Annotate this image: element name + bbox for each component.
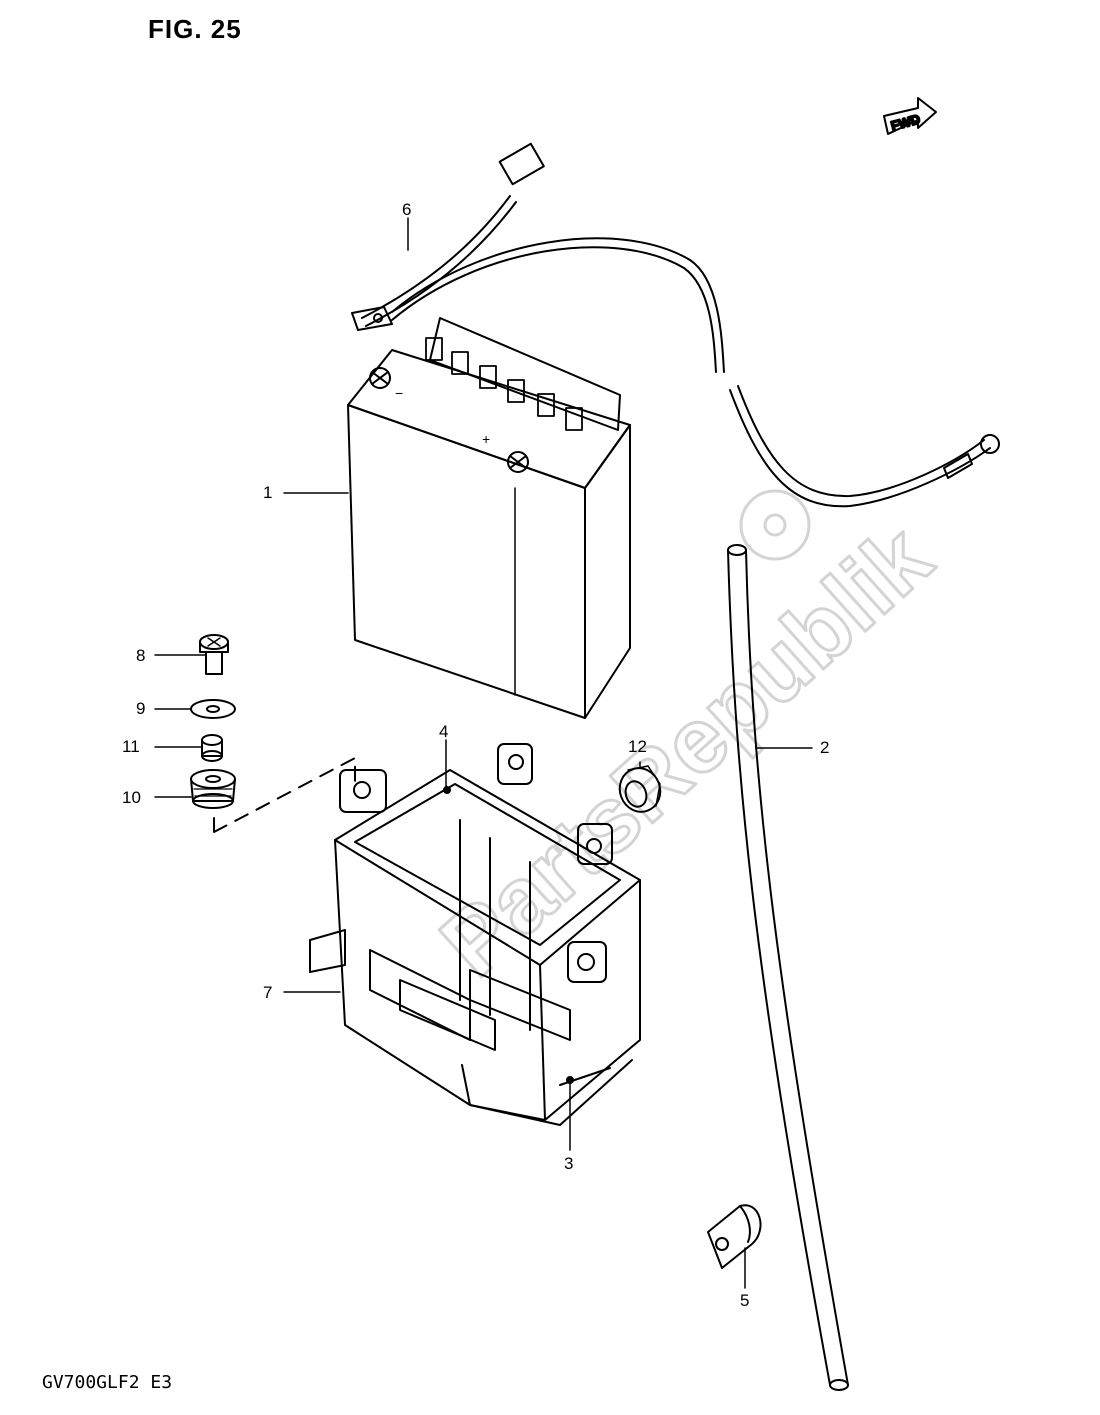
washer: [190, 699, 236, 719]
clamp: [707, 1204, 762, 1269]
svg-text:PartsRepublik: PartsRepublik: [422, 506, 951, 996]
callout-2: 2: [820, 738, 830, 757]
callout-12: 12: [628, 737, 647, 756]
callout-8: 8: [136, 646, 146, 665]
fwd-arrow-icon: FWD: [883, 97, 937, 135]
grommet: [190, 769, 236, 809]
callout-5: 5: [740, 1291, 750, 1310]
bolt: [199, 634, 229, 675]
grommet-right: [618, 765, 662, 813]
callout-6: 6: [402, 200, 412, 219]
callout-4: 4: [439, 722, 449, 741]
watermark: PartsRepublik: [421, 489, 952, 997]
callout-3: 3: [564, 1154, 574, 1173]
callout-11: 11: [122, 737, 140, 756]
callout-10: 10: [122, 788, 141, 807]
collar: [201, 734, 223, 762]
callout-9: 9: [136, 699, 146, 718]
svg-text:FWD: FWD: [889, 111, 921, 133]
callout-1: 1: [263, 483, 273, 502]
leader-lines: [154, 217, 813, 1289]
model-code: GV700GLF2 E3: [42, 1372, 173, 1393]
assembly-dash: [213, 757, 356, 833]
battery-case: [309, 743, 641, 1126]
vent-harness: [351, 142, 725, 373]
figure-title: FIG. 25: [148, 14, 242, 44]
drain-hose: [727, 544, 849, 1391]
callout-7: 7: [263, 983, 273, 1002]
svg-text:+: +: [482, 431, 490, 447]
battery: − +: [347, 317, 631, 719]
battery-cable-upper: [729, 385, 1000, 508]
svg-text:−: −: [395, 385, 403, 401]
